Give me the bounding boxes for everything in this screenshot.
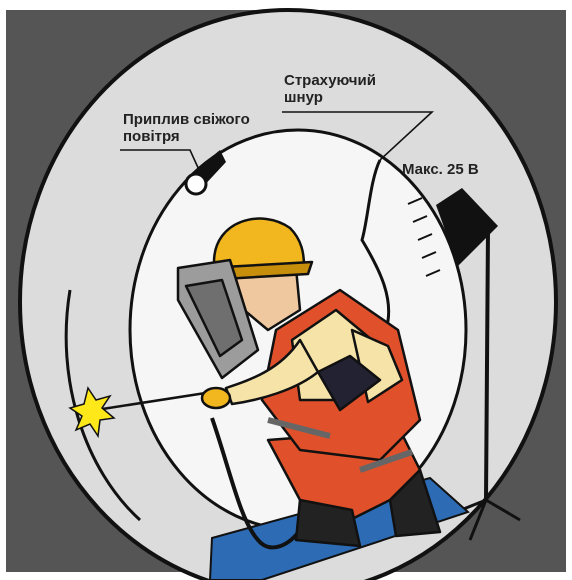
max-voltage-label: Макс. 25 В [402,161,479,178]
lifeline-label-line1: Страхуючий [284,72,376,89]
fresh-air-label: Приплив свіжого повітря [123,111,250,145]
fresh-air-label-line2: повітря [123,128,250,145]
lifeline-label-line2: шнур [284,89,376,106]
lifeline-label: Страхуючий шнур [284,72,376,106]
fresh-air-label-line1: Приплив свіжого [123,111,250,128]
